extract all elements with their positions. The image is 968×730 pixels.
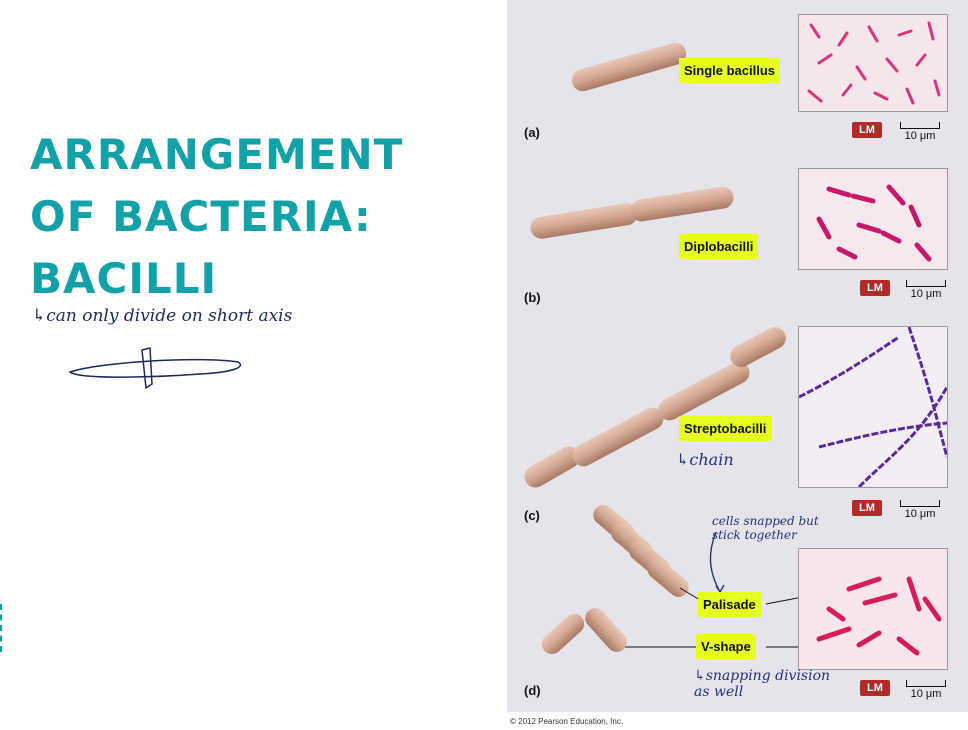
scale-label-d: 10 μm <box>911 688 942 700</box>
micrograph-diplobacilli <box>798 168 948 270</box>
micrograph-streptobacilli <box>798 326 948 488</box>
lm-badge-d: LM <box>860 680 890 696</box>
label-v-shape: V-shape <box>696 634 756 659</box>
micrograph-diplobacilli-cells <box>799 169 947 269</box>
micrograph-streptobacilli-cells <box>799 327 947 487</box>
scale-label-b: 10 μm <box>911 288 942 300</box>
label-diplobacilli: Diplobacilli <box>679 234 758 259</box>
panel-letter-d: (d) <box>524 683 541 698</box>
panel-letter-c: (c) <box>524 508 540 523</box>
scale-label-c: 10 μm <box>905 508 936 520</box>
micrograph-single-bacillus-cells <box>799 15 947 111</box>
micrograph-single-bacillus <box>798 14 948 112</box>
lm-badge-c: LM <box>852 500 882 516</box>
handwritten-note-snapping-division: ↳snapping division as well <box>694 668 844 700</box>
label-palisade: Palisade <box>698 592 761 617</box>
lm-badge-a: LM <box>852 122 882 138</box>
micrograph-palisade-cells <box>799 549 947 669</box>
panel-letter-a: (a) <box>524 125 540 140</box>
scale-bar-c: 10 μm <box>900 500 940 520</box>
copyright-text: © 2012 Pearson Education, Inc. <box>510 717 623 726</box>
label-single-bacillus: Single bacillus <box>679 58 780 83</box>
streptobacilli-illustration <box>521 323 790 491</box>
lm-badge-b: LM <box>860 280 890 296</box>
scale-bar-a: 10 μm <box>900 122 940 142</box>
v-shape-illustration <box>538 604 631 658</box>
handwritten-note-snapped: cells snapped but stick together <box>712 514 822 542</box>
panel-letter-b: (b) <box>524 290 541 305</box>
palisade-illustration <box>589 501 693 601</box>
scale-label-a: 10 μm <box>905 130 936 142</box>
single-bacillus-illustration <box>569 40 688 94</box>
handwritten-note-chain: ↳chain <box>676 450 734 469</box>
micrograph-palisade-vshape <box>798 548 948 670</box>
scale-bar-b: 10 μm <box>906 280 946 300</box>
diplobacilli-illustration <box>529 185 735 240</box>
scale-bar-d: 10 μm <box>906 680 946 700</box>
label-streptobacilli: Streptobacilli <box>679 416 771 441</box>
